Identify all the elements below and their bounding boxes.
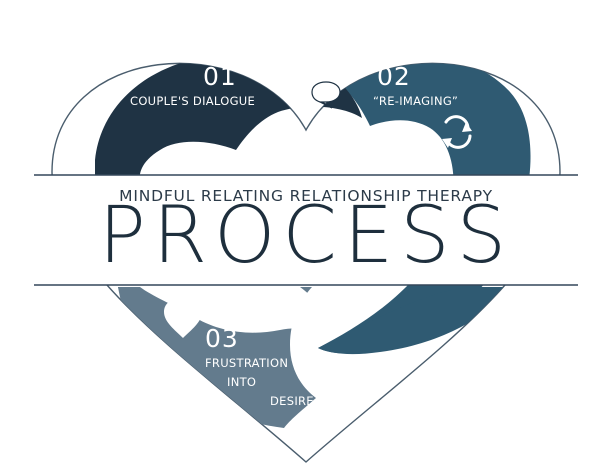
heart-icon <box>164 300 202 338</box>
step-03-label-line-2: INTO <box>227 375 257 389</box>
step-01-number: 01 <box>203 62 237 91</box>
step-02-label: “RE-IMAGING” <box>373 94 459 108</box>
segment-02-lower <box>318 287 512 355</box>
segment-03-inner <box>140 287 336 338</box>
cycle-arrows-icon <box>442 115 472 149</box>
step-03-number: 03 <box>205 324 239 353</box>
speech-bubbles-icon <box>300 70 341 109</box>
title-band <box>34 175 578 285</box>
step-03-label-line-1: FRUSTRATION <box>205 356 289 370</box>
step-02-number: 02 <box>377 62 411 91</box>
diagram-title: PROCESS <box>98 191 514 281</box>
step-01-label: COUPLE'S DIALOGUE <box>130 94 256 108</box>
step-03-label-line-3: DESIRE <box>270 394 314 408</box>
diagram-subtitle: MINDFUL RELATING RELATIONSHIP THERAPY <box>119 187 493 205</box>
